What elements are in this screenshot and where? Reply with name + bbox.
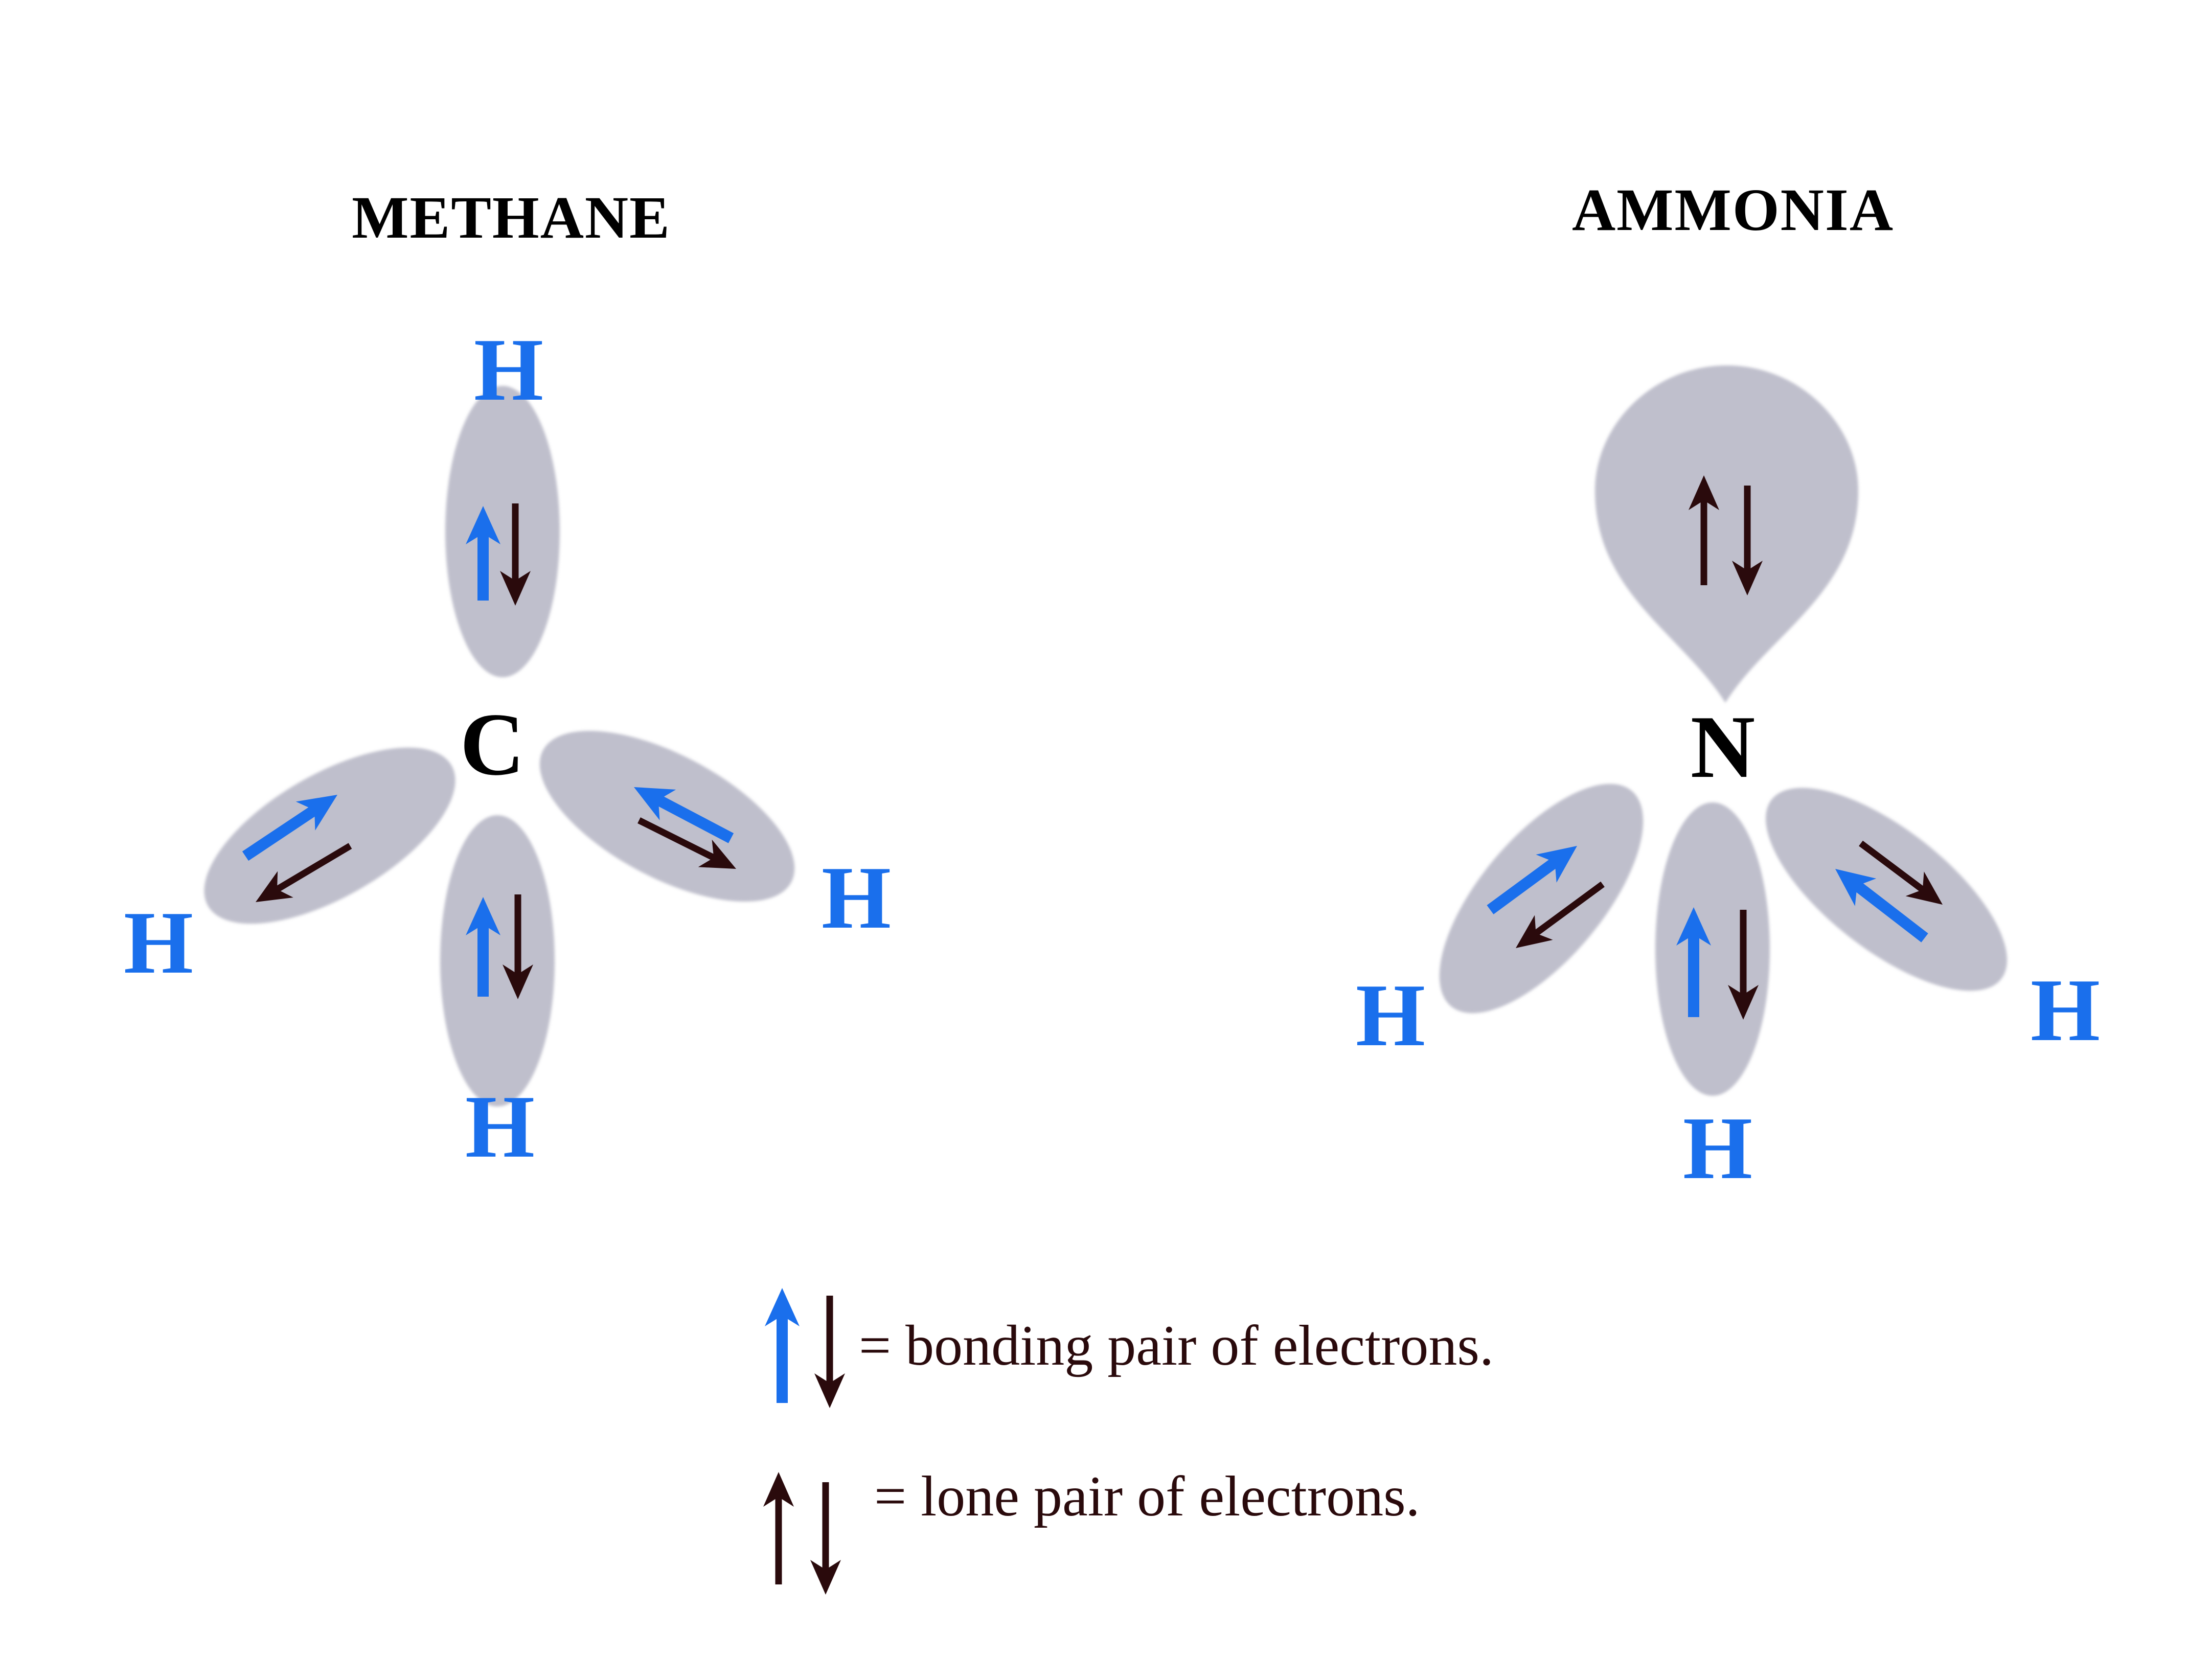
- ammonia-hydrogen-bottom: H: [1683, 1098, 1752, 1198]
- ammonia-right-bonding-arrow-in-head: [1835, 869, 1877, 906]
- ammonia-hydrogen-right: H: [2031, 960, 2100, 1060]
- ammonia-left-bonding-arrow-in-head: [1516, 915, 1553, 948]
- ammonia-right-bonding-arrow-out: [1859, 840, 1925, 893]
- ammonia-lone-arrow-down-head: [1732, 561, 1763, 595]
- methane-lobe-right: [539, 730, 795, 902]
- ammonia-left-bonding-arrow-out-head: [1536, 846, 1577, 883]
- ammonia-center-atom: N: [1691, 697, 1755, 796]
- methane-molecule: METHANE C H H H H: [124, 184, 891, 1176]
- methane-left-bonding-arrow-out-head: [295, 795, 337, 831]
- ammonia-molecule: AMMONIA N H H H: [1356, 176, 2100, 1198]
- methane-left-bonding-arrow-out: [242, 804, 318, 861]
- ammonia-lone-arrow-up-head: [1689, 475, 1719, 510]
- ammonia-left-bonding-arrow-out: [1487, 857, 1559, 914]
- methane-right-bonding-arrow-in: [655, 794, 734, 843]
- methane-left-bonding-arrow-in: [275, 843, 352, 893]
- legend-bonding-arrow-down-head: [814, 1373, 845, 1408]
- methane-title: METHANE: [352, 184, 671, 251]
- methane-center-atom: C: [460, 695, 525, 794]
- legend-bonding-text: = bonding pair of electrons.: [859, 1314, 1494, 1377]
- ammonia-right-bonding-arrow-out-head: [1905, 871, 1943, 905]
- ammonia-bottom-bonding-arrow-up-head: [1676, 907, 1711, 946]
- ammonia-lobe-bottom: [1655, 802, 1770, 1096]
- methane-bottom-bonding-arrow-up-head: [466, 897, 500, 935]
- legend: = bonding pair of electrons. = lone pair…: [763, 1288, 1494, 1595]
- methane-left-bonding-arrow-in-head: [256, 871, 293, 902]
- ammonia-bottom-bonding-arrow-down-head: [1728, 985, 1759, 1020]
- ammonia-right-bonding-arrow-in: [1853, 881, 1928, 942]
- methane-right-bonding-arrow-in-head: [634, 787, 676, 821]
- methane-hydrogen-left: H: [124, 893, 193, 992]
- legend-lone-arrow-up-head: [763, 1472, 794, 1507]
- ammonia-lone-pair-lobe: [1595, 365, 1858, 703]
- methane-hydrogen-bottom: H: [465, 1077, 535, 1176]
- methane-lobe-top: [445, 386, 560, 677]
- legend-bonding-arrow-up-head: [765, 1288, 800, 1326]
- methane-top-bonding-arrow-down-head: [500, 571, 531, 606]
- methane-top-bonding-arrow-up-head: [466, 506, 500, 544]
- ammonia-lobe-left: [1439, 784, 1644, 1014]
- methane-hydrogen-right: H: [822, 848, 891, 947]
- methane-lobe-left: [204, 747, 455, 924]
- legend-lone-arrow-down-head: [810, 1560, 841, 1595]
- methane-right-bonding-arrow-out-head: [698, 839, 736, 869]
- methane-hydrogen-top: H: [474, 320, 543, 419]
- methane-lobe-bottom: [440, 815, 555, 1107]
- ammonia-hydrogen-left: H: [1356, 965, 1425, 1065]
- ammonia-left-bonding-arrow-in: [1533, 881, 1605, 937]
- methane-right-bonding-arrow-out: [637, 817, 716, 861]
- ammonia-title: AMMONIA: [1572, 176, 1894, 243]
- methane-bottom-bonding-arrow-down-head: [503, 964, 533, 999]
- legend-lone-text: = lone pair of electrons.: [874, 1465, 1420, 1528]
- ammonia-lobe-right: [1765, 788, 2008, 991]
